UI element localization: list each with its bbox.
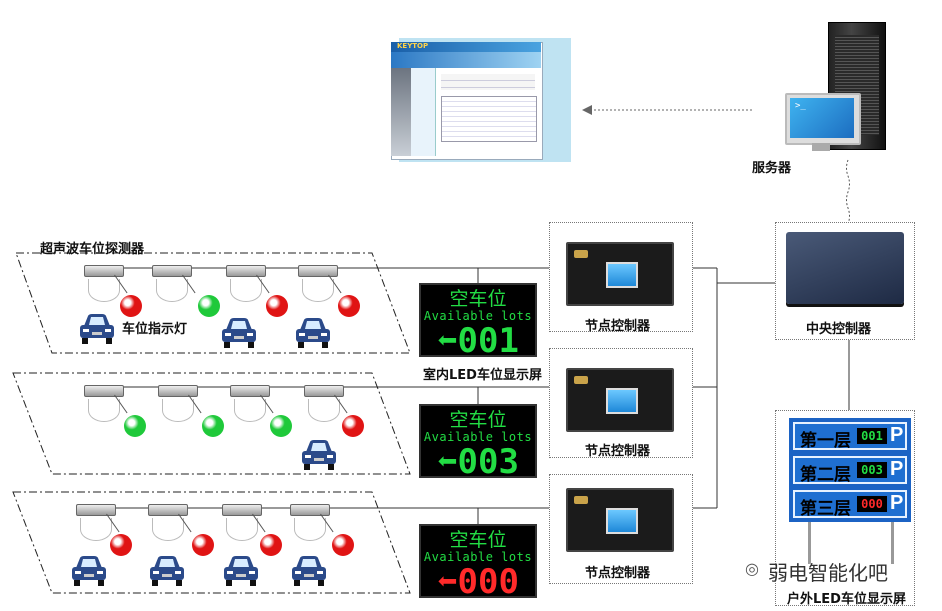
window-banner [391,52,541,68]
ultrasonic-wave-icon [230,279,262,302]
ultrasonic-wave-icon [162,399,194,422]
ultrasonic-detector-icon [152,265,192,277]
led-count: 000 [457,562,519,602]
floor-name: 第三层 [800,499,851,519]
car-icon [70,554,108,588]
sign-pole-right [891,522,894,564]
red-indicator-light-icon [120,295,142,317]
node-controller-device-2 [566,368,674,432]
outdoor-floor-row-1: 第一层 001 P [793,422,907,451]
red-indicator-light-icon [260,534,282,556]
ultrasonic-wave-icon [308,399,340,422]
ultrasonic-detector-icon [76,504,116,516]
ultrasonic-wave-icon [88,279,120,302]
green-indicator-light-icon [270,415,292,437]
arrow-left-icon: ⬅ [437,562,458,602]
floor-count: 001 [857,428,887,444]
outdoor-floor-row-2: 第二层 003 P [793,456,907,485]
floor-count: 003 [857,462,887,478]
arrow-left-icon: ⬅ [437,321,458,361]
parking-p-icon: P [890,492,904,514]
node-controller-label-2: 节点控制器 [585,444,651,459]
indoor-led-screen-3: 空车位 Available lots ⬅000 [419,524,537,600]
red-indicator-light-icon [266,295,288,317]
car-icon [222,554,260,588]
indicator-light-label: 车位指示灯 [122,322,188,337]
led-title: 空车位 [449,288,507,310]
indoor-led-screen-2: 空车位 Available lots ⬅003 [419,404,537,480]
ultrasonic-detector-icon [84,385,124,397]
ultrasonic-wave-icon [80,518,112,541]
led-count: 001 [457,321,519,361]
server-label: 服务器 [752,161,792,176]
ultrasonic-detector-label: 超声波车位探测器 [40,242,145,257]
monitor-stand [812,143,830,151]
brand-logo: KEYTOP [397,42,429,50]
watermark-text: 弱电智能化吧 [768,561,888,585]
window-table [441,96,537,142]
ultrasonic-wave-icon [302,279,334,302]
led-subtitle: Available lots [423,430,533,444]
red-indicator-light-icon [338,295,360,317]
car-icon [220,316,258,350]
ultrasonic-detector-icon [298,265,338,277]
car-photo [391,68,411,156]
led-subtitle: Available lots [423,309,533,323]
indoor-led-screen-1: 空车位 Available lots ⬅001 [419,283,537,359]
led-count: 003 [457,442,519,482]
ultrasonic-detector-icon [222,504,262,516]
indoor-led-label: 室内LED车位显示屏 [423,368,542,383]
led-title: 空车位 [449,409,507,431]
central-controller-label: 中央控制器 [806,322,872,337]
window-form [441,74,535,90]
ultrasonic-wave-icon [88,399,120,422]
car-icon [78,312,116,346]
outdoor-led-label: 户外LED车位显示屏 [787,592,906,607]
ultrasonic-wave-icon [226,518,258,541]
parking-p-icon: P [890,424,904,446]
red-indicator-light-icon [192,534,214,556]
floor-count: 000 [857,496,887,512]
wechat-icon: ◎ [745,559,759,578]
led-subtitle: Available lots [423,550,533,564]
ultrasonic-detector-icon [84,265,124,277]
car-icon [148,554,186,588]
window-sidebar [411,68,436,156]
floor-name: 第一层 [800,431,851,451]
ultrasonic-detector-icon [148,504,188,516]
node-controller-label-3: 节点控制器 [585,566,651,581]
ultrasonic-detector-icon [290,504,330,516]
arrow-left-icon: ⬅ [437,442,458,482]
led-title: 空车位 [449,529,507,551]
node-controller-device-3 [566,488,674,552]
outdoor-floor-row-3: 第三层 000 P [793,490,907,519]
green-indicator-light-icon [202,415,224,437]
monitor-icon: >_ [785,93,861,145]
window-titlebar [391,42,541,52]
ultrasonic-detector-icon [158,385,198,397]
parking-p-icon: P [890,458,904,480]
floor-name: 第二层 [800,465,851,485]
red-indicator-light-icon [110,534,132,556]
node-controller-label-1: 节点控制器 [585,319,651,334]
ultrasonic-wave-icon [234,399,266,422]
green-indicator-light-icon [124,415,146,437]
red-indicator-light-icon [332,534,354,556]
ultrasonic-wave-icon [152,518,184,541]
ultrasonic-detector-icon [230,385,270,397]
green-indicator-light-icon [198,295,220,317]
central-controller-device [786,232,904,304]
ultrasonic-detector-icon [226,265,266,277]
car-icon [290,554,328,588]
ultrasonic-wave-icon [294,518,326,541]
red-indicator-light-icon [342,415,364,437]
ultrasonic-detector-icon [304,385,344,397]
sign-pole-left [808,522,811,564]
car-icon [294,316,332,350]
car-icon [300,438,338,472]
ultrasonic-wave-icon [156,279,188,302]
management-software-window: KEYTOP [391,38,571,162]
node-controller-device-1 [566,242,674,306]
